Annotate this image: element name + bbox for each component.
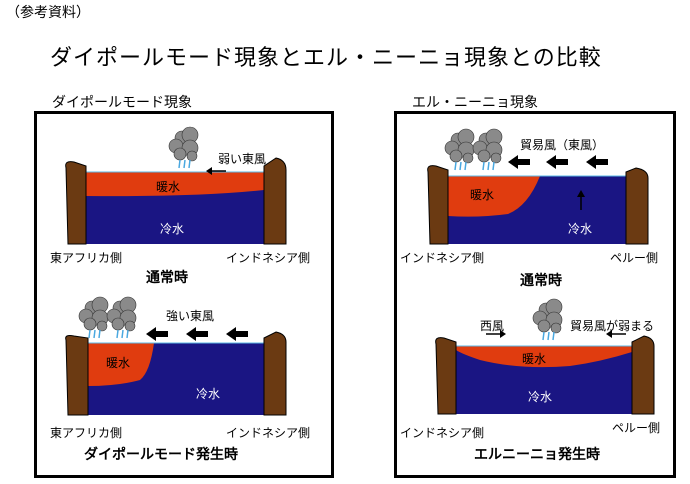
dipole-panel-frame: [34, 111, 334, 478]
warm-water-region: [448, 176, 540, 217]
left-coast-label: インドネシア側: [400, 426, 485, 440]
caption: 通常時: [520, 273, 562, 289]
left-coast-label: 東アフリカ側: [50, 251, 123, 265]
warm-water-region: [86, 172, 264, 197]
warm-water-label: 暖水: [106, 356, 131, 370]
west-wind-label: 西風: [480, 319, 505, 333]
land-left: [65, 161, 87, 245]
cloud-icon: [444, 128, 475, 171]
cold-water-label: 冷水: [196, 387, 221, 401]
elnino-event-diagram: [435, 298, 655, 415]
land-right: [625, 167, 649, 245]
arrow-left-icon: [606, 330, 626, 338]
arrow-right-icon: [486, 330, 506, 338]
caption: ダイポールモード発生時: [84, 447, 238, 463]
right-coast-label: インドネシア側: [226, 426, 311, 440]
land-left: [427, 165, 449, 245]
dipole-normal-diagram: [65, 126, 287, 245]
right-coast-label: ペルー側: [612, 421, 661, 435]
dipole-panel-title: ダイポールモード現象: [52, 95, 192, 111]
elnino-panel-frame: [394, 111, 676, 478]
cloud-icon: [78, 296, 109, 339]
warm-water-label: 暖水: [522, 352, 547, 366]
arrow-left-icon: [508, 155, 608, 169]
wind-label: 強い東風: [166, 309, 215, 323]
land-left: [435, 337, 457, 415]
caption: 通常時: [146, 270, 188, 286]
warm-water-label: 暖水: [156, 180, 181, 194]
page-title: ダイポールモード現象とエル・ニーニョ現象との比較: [50, 46, 602, 71]
land-left: [65, 335, 89, 416]
caption: エルニーニョ発生時: [474, 447, 600, 463]
right-coast-label: ペルー側: [610, 251, 659, 265]
dipole-event-diagram: [65, 296, 287, 416]
left-coast-label: インドネシア側: [400, 251, 485, 265]
right-coast-label: インドネシア側: [226, 251, 311, 265]
warm-water-label: 暖水: [470, 188, 495, 202]
cold-water-label: 冷水: [160, 222, 185, 236]
cloud-icon: [532, 298, 563, 341]
arrow-up-icon: [577, 190, 585, 210]
cold-water-label: 冷水: [568, 222, 593, 236]
land-right: [263, 157, 287, 245]
cloud-icon: [106, 296, 137, 339]
wind-label: 貿易風が弱まる: [570, 319, 655, 333]
land-right: [631, 335, 655, 415]
land-right: [263, 331, 287, 416]
wind-label: 貿易風（東風）: [520, 138, 605, 152]
elnino-panel-title: エル・ニーニョ現象: [412, 95, 538, 111]
wind-label: 弱い東風: [218, 152, 267, 166]
reference-label: （参考資料）: [6, 5, 90, 21]
cloud-icon: [472, 128, 503, 171]
warm-water-region: [88, 343, 154, 386]
elnino-normal-diagram: [427, 128, 649, 245]
arrow-left-icon: [146, 327, 248, 341]
arrow-left-icon: [206, 167, 226, 175]
warm-water-region: [456, 346, 632, 368]
cloud-icon: [168, 126, 199, 169]
cold-water-label: 冷水: [528, 390, 553, 404]
left-coast-label: 東アフリカ側: [50, 426, 123, 440]
